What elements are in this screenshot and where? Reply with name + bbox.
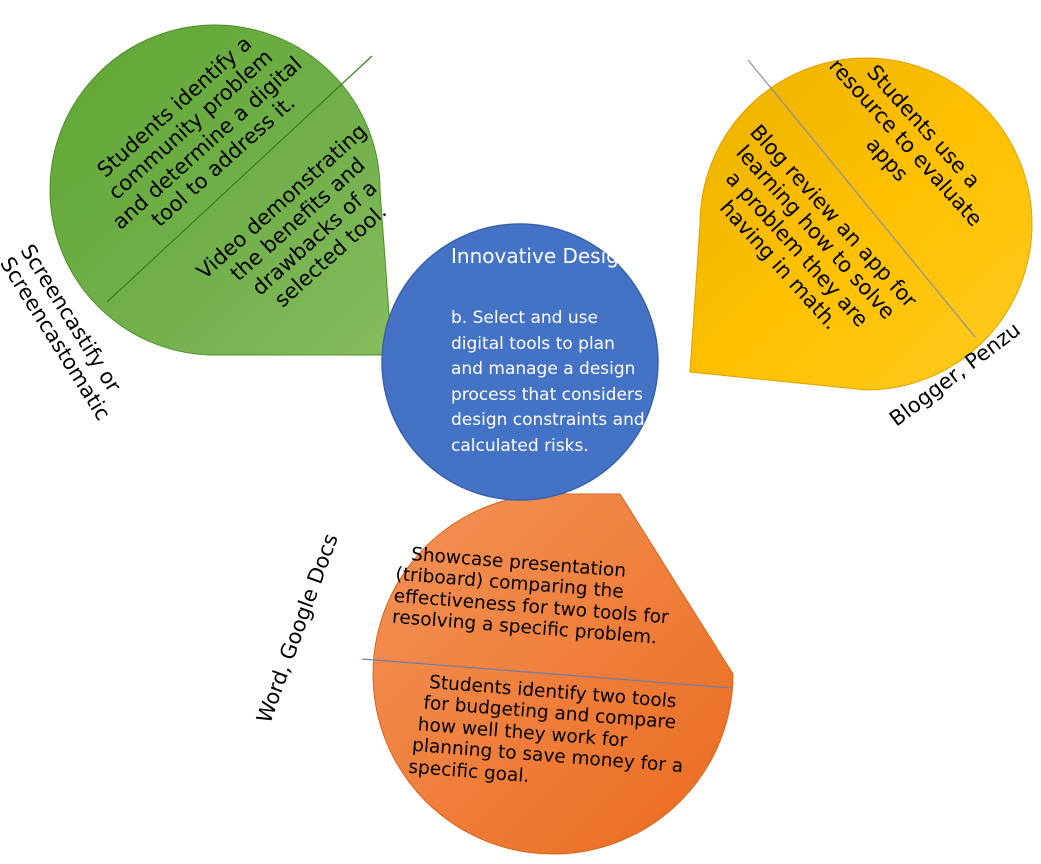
center-title: Innovative Designer <box>451 244 653 268</box>
center-description: b. Select and use digital tools to plan … <box>451 306 645 459</box>
center-line: b. Select and use <box>451 308 598 328</box>
center-line: and manage a design <box>451 359 636 379</box>
center-line: calculated risks. <box>451 435 589 456</box>
yellow-petal <box>689 57 1033 391</box>
center-circle <box>381 223 659 501</box>
orange-petal-divider <box>361 658 732 689</box>
green-petal-divider <box>106 55 373 303</box>
center-line: design constraints and <box>451 410 645 430</box>
center-line: digital tools to plan <box>451 333 615 354</box>
yellow-petal-divider <box>747 59 976 338</box>
orange-bottom-text-block: Students identify two tools for budgetin… <box>408 672 689 799</box>
center-line: process that considers <box>451 384 643 405</box>
